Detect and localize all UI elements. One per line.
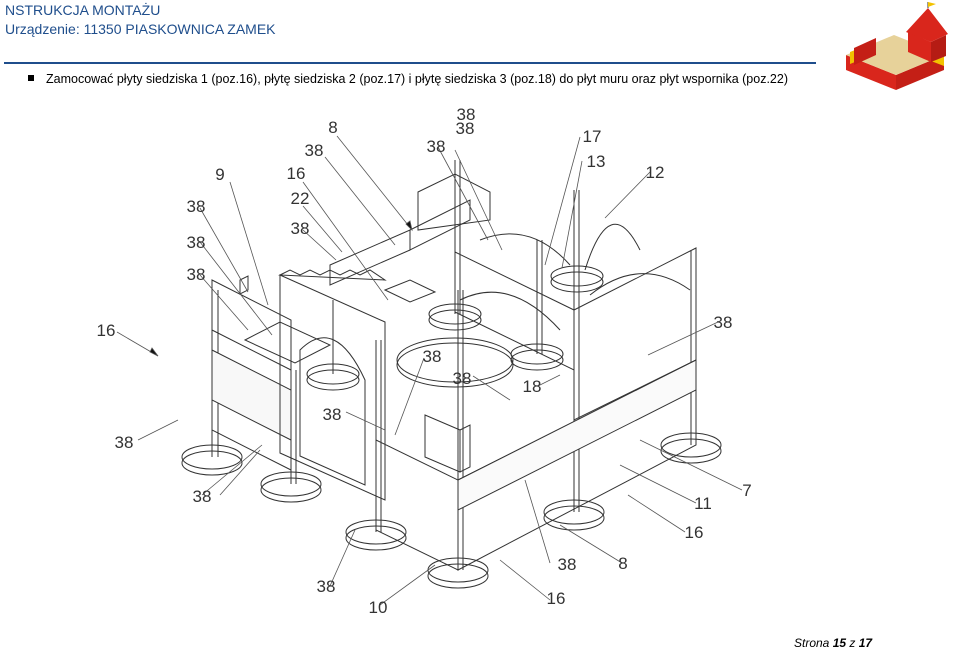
callout-number: 38 — [305, 141, 324, 160]
seat-plates — [243, 279, 437, 364]
back-walls — [329, 173, 491, 286]
posts — [211, 160, 697, 570]
device-label: Urządzenie: 11350 PIASKOWNICA ZAMEK — [5, 21, 276, 37]
callout-number: 38 — [714, 313, 733, 332]
left-wall — [211, 275, 292, 471]
page-footer: Strona 15 z 17 — [794, 636, 873, 650]
round-table — [396, 337, 514, 388]
front-tower — [424, 414, 471, 473]
callout-number: 38 — [423, 347, 442, 366]
callout-number: 11 — [694, 494, 712, 513]
callout-number: 9 — [215, 165, 224, 184]
callout-number: 12 — [646, 163, 665, 182]
gate-tower — [278, 269, 387, 501]
callout-number: 16 — [287, 164, 306, 183]
callout-number: 38 — [115, 433, 134, 452]
callout-number: 16 — [97, 321, 116, 340]
callout-number: 38 — [317, 577, 336, 596]
callout-number: 38 — [193, 487, 212, 506]
callout-number: 38 — [453, 369, 472, 388]
callout-number: 38 — [187, 265, 206, 284]
callout-number: 22 — [291, 189, 310, 208]
callout-number: 38 — [558, 555, 577, 574]
callout-number: 17 — [583, 127, 602, 146]
callout-number: 38 — [457, 105, 476, 124]
callout-number: 18 — [523, 377, 542, 396]
foot-pads — [181, 265, 722, 589]
callout-number: 13 — [587, 152, 606, 171]
instruction-item: Zamocować płyty siedziska 1 (poz.16), pł… — [28, 72, 788, 86]
callout-number: 8 — [618, 554, 627, 573]
bullet-icon — [28, 75, 34, 81]
callout-number: 38 — [291, 219, 310, 238]
callout-number: 38 — [427, 137, 446, 156]
callout-number: 16 — [685, 523, 704, 542]
callout-number: 38 — [456, 119, 475, 138]
callout-number: 16 — [547, 589, 566, 608]
document-title: NSTRUKCJA MONTAŻU — [5, 2, 161, 18]
callout-number: 7 — [742, 481, 751, 500]
callout-number: 38 — [187, 197, 206, 216]
callout-number: 8 — [328, 118, 337, 137]
header-rule — [4, 62, 816, 64]
callout-number: 38 — [187, 233, 206, 252]
product-thumbnail — [846, 2, 948, 90]
instruction-text: Zamocować płyty siedziska 1 (poz.16), pł… — [46, 72, 788, 86]
front-wall — [375, 359, 697, 571]
callout-number: 10 — [369, 598, 388, 617]
back-tower — [454, 223, 697, 421]
callout-number: 38 — [323, 405, 342, 424]
assembly-drawing: 8383838171312916382238383816383838183838… — [97, 105, 752, 617]
